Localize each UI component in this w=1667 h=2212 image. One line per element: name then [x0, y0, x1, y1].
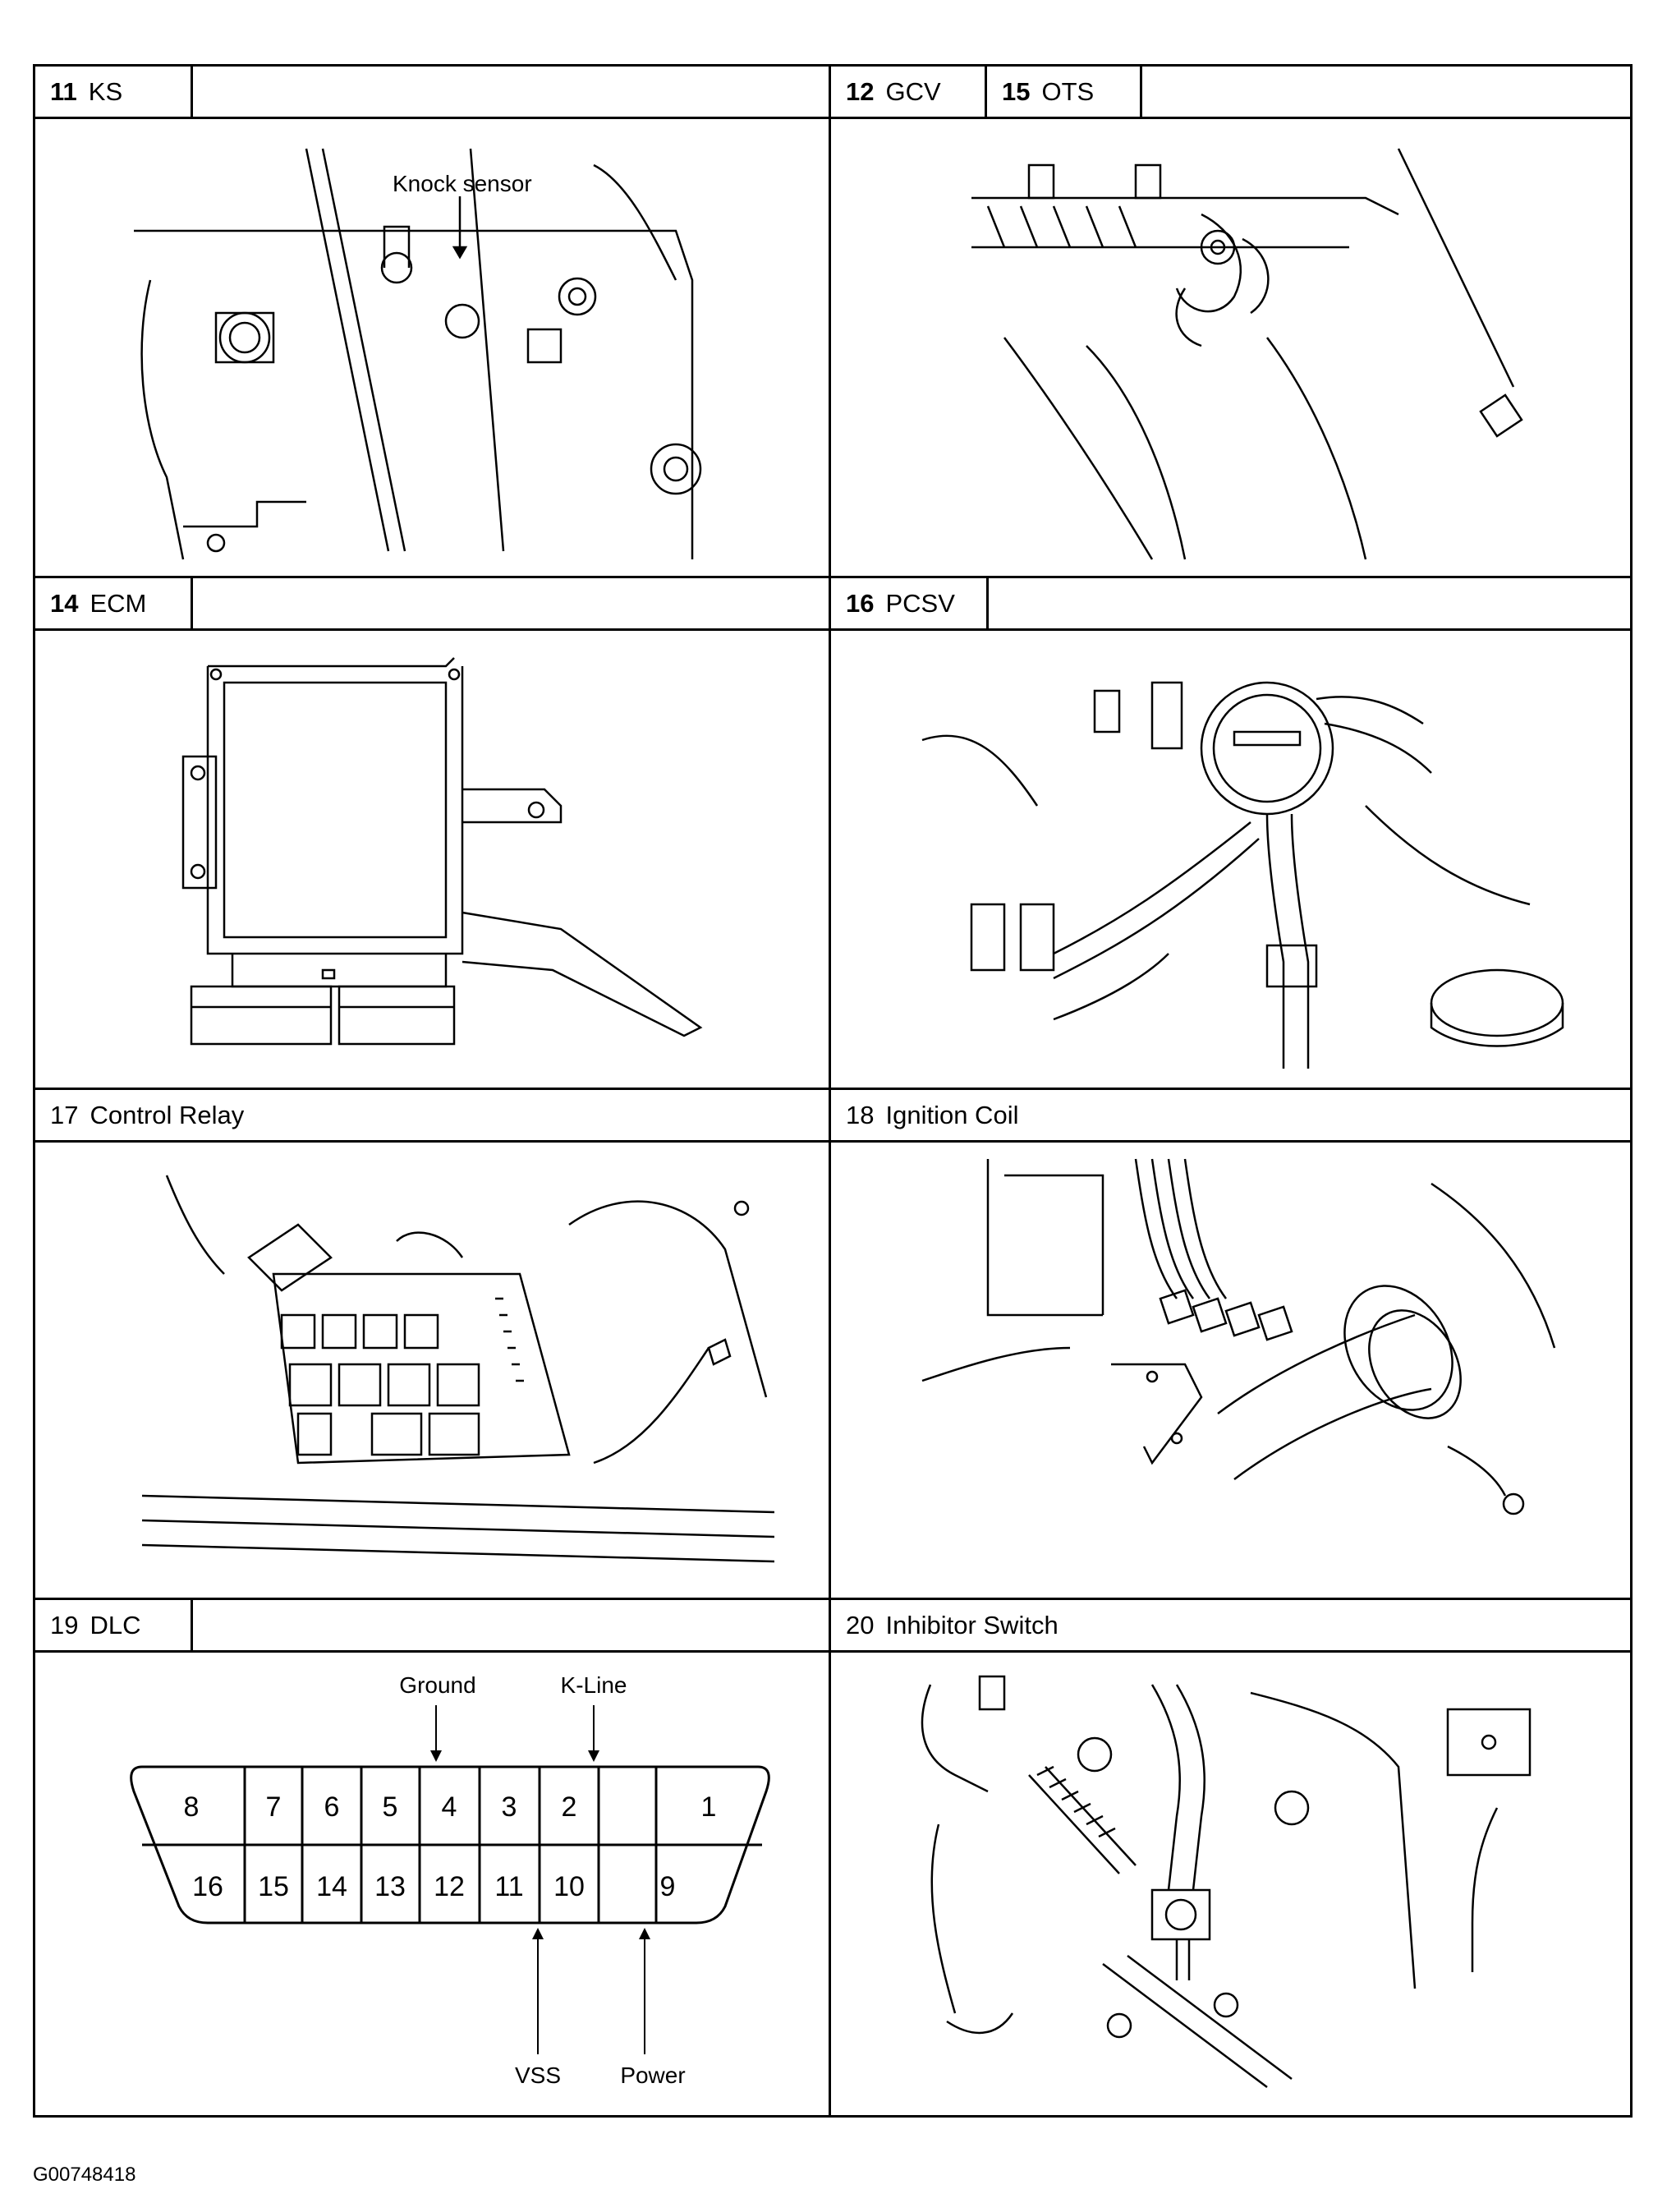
dlc-pin: 16: [192, 1871, 223, 1902]
panel-title-ks: 11 KS: [35, 67, 193, 117]
ignition-coil-illustration: [921, 1158, 1556, 1515]
dlc-pin: 2: [562, 1791, 577, 1823]
panel-number: 12: [846, 76, 875, 106]
dlc-pin: 10: [553, 1871, 585, 1902]
panel-number: 17: [50, 1100, 79, 1129]
knock-sensor-illustration: Knock sensor: [134, 148, 702, 560]
panel-number: 14: [50, 588, 79, 618]
dlc-pin: 7: [266, 1791, 282, 1823]
dlc-pin: 8: [184, 1791, 200, 1823]
panel-label: Control Relay: [90, 1100, 245, 1129]
dlc-power-label: Power: [620, 2063, 685, 2088]
dlc-pin: 11: [494, 1871, 523, 1902]
control-relay-illustration: [141, 1175, 774, 1563]
panel-header-ecm: 14 ECM: [35, 578, 829, 631]
dlc-pin: 9: [660, 1871, 676, 1902]
dlc-pin: 1: [701, 1791, 717, 1823]
diagram-sheet: 11 KS 12 GCV 15 OTS 14 ECM 16 PCSV 17 Co…: [33, 64, 1633, 2118]
panel-number: 18: [846, 1100, 875, 1129]
panel-header-ignition-coil: 18 Ignition Coil: [831, 1090, 1633, 1143]
panel-header-pcsv: 16 PCSV: [831, 578, 1633, 631]
panel-number: 19: [50, 1610, 79, 1639]
panel-label: DLC: [90, 1610, 141, 1639]
dlc-pin: 15: [258, 1871, 289, 1902]
dlc-pin: 4: [442, 1791, 457, 1823]
panel-title-ots: 15 OTS: [987, 67, 1142, 117]
dlc-pin: 5: [383, 1791, 398, 1823]
panel-number: 20: [846, 1610, 875, 1639]
panel-label: Inhibitor Switch: [885, 1610, 1059, 1639]
gcv-ots-illustration: [971, 148, 1523, 560]
panel-number: 15: [1002, 76, 1031, 106]
dlc-pin: 12: [434, 1871, 465, 1902]
dlc-connector-diagram: 8 7 6 5 4 3 2 1 16 15 14 13 12 11 10 9 G…: [130, 1672, 770, 2088]
panel-header-control-relay: 17 Control Relay: [35, 1090, 829, 1143]
document-id: G00748418: [33, 2164, 136, 2186]
panel-title-dlc: 19 DLC: [35, 1600, 193, 1650]
dlc-kline-label: K-Line: [561, 1672, 627, 1698]
row-divider: [35, 576, 1630, 578]
row-divider: [35, 1598, 1630, 1600]
panel-header-ks: 11 KS: [35, 67, 829, 119]
panel-title-gcv: 12 GCV: [831, 67, 987, 117]
panel-header-dlc: 19 DLC: [35, 1600, 829, 1653]
ecm-illustration: [181, 657, 703, 1046]
panel-title-pcsv: 16 PCSV: [831, 578, 989, 628]
panel-label: GCV: [885, 76, 941, 106]
panel-header-gcv-ots: 12 GCV 15 OTS: [831, 67, 1633, 119]
inhibitor-switch-illustration: [921, 1675, 1532, 2088]
dlc-vss-label: VSS: [515, 2063, 561, 2088]
row-divider: [35, 1088, 1630, 1090]
column-divider: [829, 67, 831, 2115]
panel-label: PCSV: [885, 588, 955, 618]
panel-title-ecm: 14 ECM: [35, 578, 193, 628]
panel-label: ECM: [90, 588, 147, 618]
knock-sensor-callout: Knock sensor: [393, 171, 532, 196]
pcsv-illustration: [921, 681, 1564, 1069]
panel-number: 16: [846, 588, 875, 618]
panel-label: Ignition Coil: [885, 1100, 1019, 1129]
panel-title-inhibitor-switch: 20 Inhibitor Switch: [831, 1600, 1324, 1650]
dlc-pin: 13: [374, 1871, 406, 1902]
panel-label: OTS: [1041, 76, 1095, 106]
dlc-pin: 6: [324, 1791, 340, 1823]
dlc-pin: 3: [502, 1791, 517, 1823]
panel-header-inhibitor-switch: 20 Inhibitor Switch: [831, 1600, 1633, 1653]
panel-number: 11: [50, 76, 77, 106]
dlc-ground-label: Ground: [399, 1672, 475, 1698]
panel-label: KS: [88, 76, 123, 106]
dlc-pin: 14: [316, 1871, 347, 1902]
panel-title-control-relay: 17 Control Relay: [35, 1090, 528, 1140]
panel-title-ignition-coil: 18 Ignition Coil: [831, 1090, 1324, 1140]
